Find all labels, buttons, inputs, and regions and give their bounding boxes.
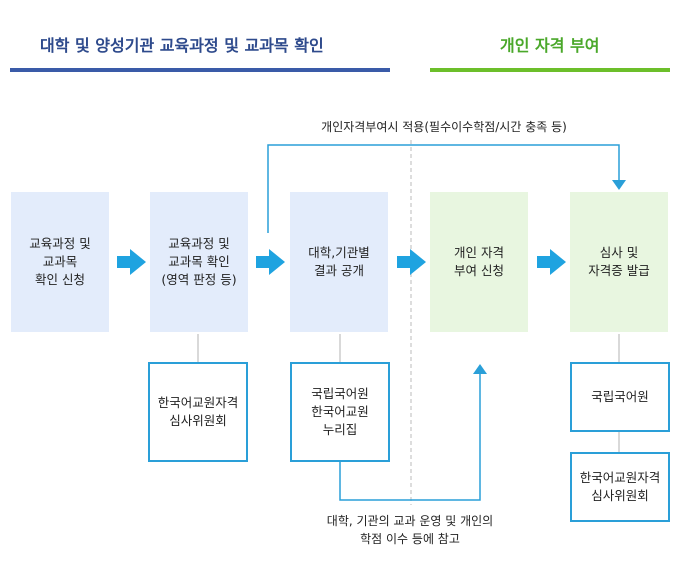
- step-label: 대학,기관별 결과 공개: [308, 245, 370, 278]
- section-title-university: 대학 및 양성기관 교육과정 및 교과목 확인: [40, 36, 324, 55]
- flow-arrow-1: [117, 249, 146, 275]
- step-label: 교육과정 및 교과목 확인 (영역 판정 등): [161, 236, 237, 287]
- org-label: 국립국어원 한국어교원 누리집: [311, 386, 369, 437]
- org-nikl: 국립국어원: [570, 362, 670, 432]
- step-individual-application: 개인 자격 부여 신청: [430, 192, 528, 332]
- section-rule-individual: [430, 68, 670, 72]
- flow-arrow-2: [256, 249, 285, 275]
- section-title-individual: 개인 자격 부여: [500, 36, 600, 55]
- org-label: 국립국어원: [591, 389, 649, 404]
- org-label: 한국어교원자격 심사위원회: [157, 395, 239, 428]
- flow-arrow-4: [537, 249, 566, 275]
- org-nikl-teacher-portal: 국립국어원 한국어교원 누리집: [290, 362, 390, 462]
- step-application: 교육과정 및 교과목 확인 신청: [11, 192, 109, 332]
- note-top: 개인자격부여시 적용(필수이수학점/시간 충족 등): [321, 120, 567, 134]
- section-rule-university: [10, 68, 390, 72]
- bottom-bracket-arrowhead: [473, 364, 487, 374]
- note-bottom: 대학, 기관의 교과 운영 및 개인의 학점 이수 등에 참고: [326, 514, 494, 546]
- flow-arrow-3: [397, 249, 426, 275]
- step-review: 교육과정 및 교과목 확인 (영역 판정 등): [150, 192, 248, 332]
- bottom-bracket-line: [339, 373, 481, 501]
- org-qualification-committee: 한국어교원자격 심사위원회: [148, 362, 248, 462]
- step-label: 심사 및 자격증 발급: [588, 245, 650, 278]
- step-certificate-issue: 심사 및 자격증 발급: [570, 192, 668, 332]
- step-label: 교육과정 및 교과목 확인 신청: [29, 236, 91, 287]
- top-bracket-arrowhead: [612, 180, 626, 190]
- step-label: 개인 자격 부여 신청: [454, 245, 504, 278]
- step-publish-results: 대학,기관별 결과 공개: [290, 192, 388, 332]
- org-label: 한국어교원자격 심사위원회: [579, 470, 661, 503]
- org-qualification-committee-2: 한국어교원자격 심사위원회: [570, 452, 670, 522]
- top-bracket-line: [267, 144, 620, 233]
